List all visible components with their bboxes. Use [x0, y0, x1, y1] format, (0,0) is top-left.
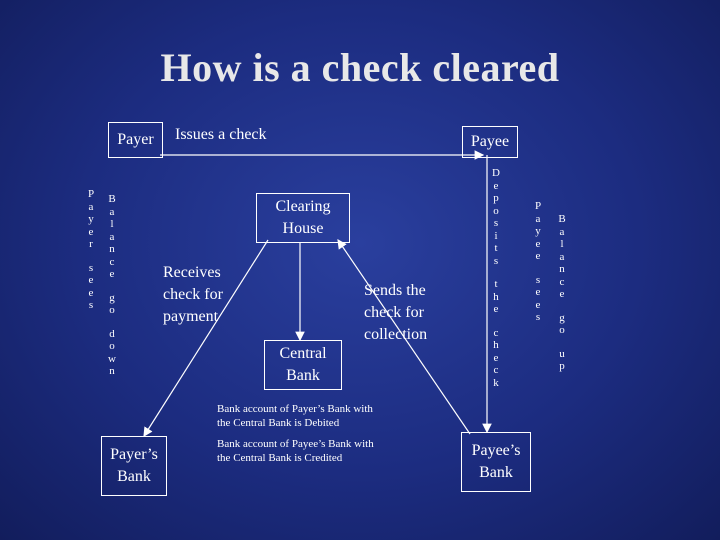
clearing-house-box: Clearing House [256, 193, 350, 243]
payer-label: Payer [117, 131, 154, 148]
central-bank-box: Central Bank [264, 340, 342, 390]
clearing-house-label: Clearing House [275, 198, 331, 237]
payers-bank-box: Payer’s Bank [101, 436, 167, 496]
receives-check-label: Receives check for payment [163, 264, 223, 325]
issues-check-label: Issues a check [175, 126, 267, 143]
sends-check-label: Sends the check for collection [364, 282, 428, 343]
credit-note: Bank account of Payee’s Bank with the Ce… [217, 438, 374, 464]
payer-box: Payer [108, 122, 163, 158]
page-title: How is a check cleared [160, 45, 560, 90]
central-bank-label: Central Bank [279, 345, 327, 384]
debit-note: Bank account of Payer’s Bank with the Ce… [217, 403, 373, 429]
payee-label: Payee [470, 133, 510, 150]
payees-bank-label: Payee’s Bank [471, 442, 521, 481]
arrow-clearing-house-to-payers-bank [143, 239, 269, 438]
payee-box: Payee [462, 126, 518, 158]
payers-bank-label: Payer’s Bank [110, 446, 158, 485]
payees-bank-box: Payee’s Bank [461, 432, 531, 492]
arrow-payees-bank-to-clearing-house [337, 239, 471, 435]
